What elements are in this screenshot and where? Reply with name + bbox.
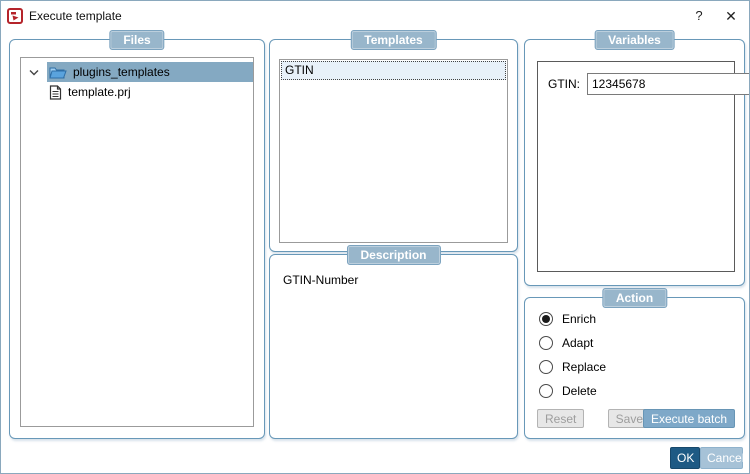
templates-group-label: Templates (350, 30, 437, 50)
ok-button[interactable]: OK (670, 447, 700, 469)
radio-option-enrich[interactable]: Enrich (539, 312, 734, 326)
description-group-label: Description (346, 245, 441, 265)
variables-group: Variables GTIN: ▲ ▼ (524, 30, 749, 286)
action-group-label: Action (601, 288, 668, 308)
variables-group-label: Variables (594, 30, 675, 50)
help-button[interactable]: ? (695, 8, 703, 23)
radio-icon[interactable] (539, 312, 553, 326)
window-title: Execute template (29, 9, 122, 23)
execute-batch-button[interactable]: Execute batch (642, 409, 735, 428)
radio-label: Replace (562, 360, 607, 374)
gtin-input[interactable] (588, 74, 749, 94)
radio-option-adapt[interactable]: Adapt (539, 336, 734, 350)
variables-panel: GTIN: ▲ ▼ (537, 61, 749, 272)
radio-label: Adapt (562, 336, 594, 350)
templates-group: Templates GTIN (269, 30, 518, 252)
cancel-button[interactable]: Cancel (700, 447, 744, 469)
action-buttons: Reset Save Execute batch (525, 409, 744, 428)
tree-item-label: template.prj (68, 85, 131, 99)
radio-icon[interactable] (539, 336, 553, 350)
radio-icon[interactable] (539, 360, 553, 374)
radio-option-delete[interactable]: Delete (539, 384, 734, 398)
radio-label: Delete (562, 384, 597, 398)
tree-item-label: plugins_templates (73, 65, 170, 79)
tree-row-template-prj[interactable]: template.prj (21, 82, 253, 102)
tree-selection[interactable]: plugins_templates (47, 62, 253, 82)
files-group: Files plugins_templates (9, 30, 265, 439)
gtin-field-label: GTIN: (548, 77, 580, 91)
close-icon[interactable]: ✕ (725, 8, 737, 24)
action-options: Enrich Adapt Replace Delete (539, 312, 734, 408)
description-text: GTIN-Number (283, 273, 359, 287)
document-icon (49, 84, 62, 100)
files-tree[interactable]: plugins_templates template.prj (20, 57, 254, 427)
app-icon (7, 8, 23, 24)
files-group-label: Files (109, 30, 165, 50)
folder-open-icon (49, 65, 67, 79)
templates-list[interactable]: GTIN (279, 59, 508, 243)
chevron-down-icon[interactable] (21, 69, 47, 76)
variable-row-gtin: GTIN: ▲ ▼ (548, 73, 749, 95)
tree-row-plugins-templates[interactable]: plugins_templates (21, 62, 253, 82)
gtin-spinbox: ▲ ▼ (587, 73, 749, 95)
radio-option-replace[interactable]: Replace (539, 360, 734, 374)
list-item-gtin[interactable]: GTIN (281, 61, 506, 80)
reset-button[interactable]: Reset (537, 409, 585, 428)
description-group: Description GTIN-Number (269, 245, 518, 439)
radio-label: Enrich (562, 312, 597, 326)
title-bar: Execute template ? ✕ (1, 1, 749, 31)
action-group: Action Enrich Adapt Replace Delete Reset… (524, 288, 745, 439)
radio-icon[interactable] (539, 384, 553, 398)
